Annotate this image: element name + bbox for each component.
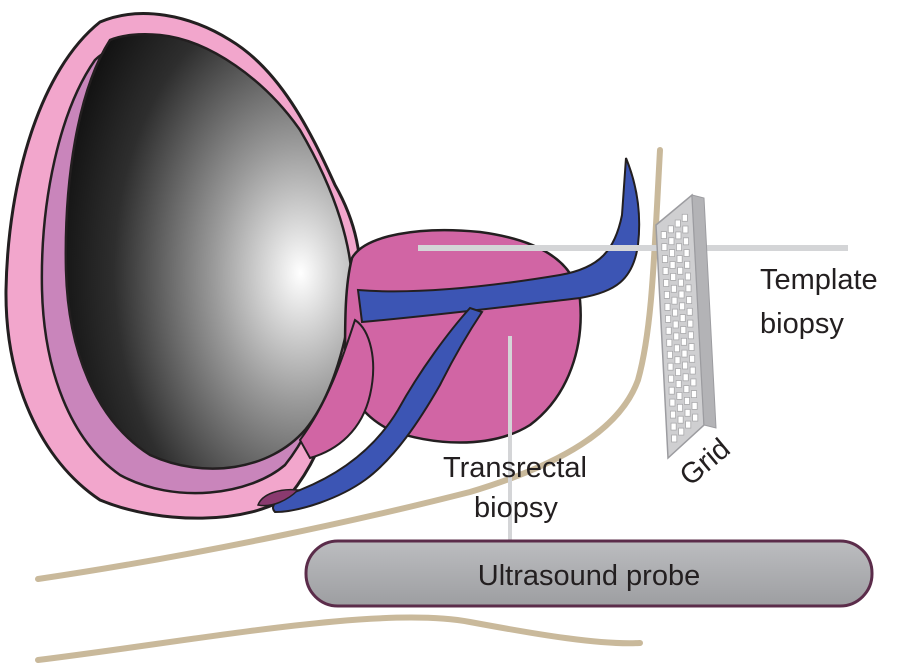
grid-hole — [668, 374, 675, 383]
grid-hole — [684, 396, 691, 405]
grid-hole — [666, 350, 673, 359]
grid-hole — [672, 320, 679, 329]
grid-hole — [676, 255, 683, 263]
grid-hole — [682, 361, 689, 370]
grid-hole — [676, 243, 683, 252]
grid-hole — [681, 213, 688, 222]
grid-hole — [691, 401, 698, 410]
grid-hole — [691, 390, 698, 399]
grid-hole — [683, 237, 690, 246]
grid-hole — [674, 219, 681, 228]
grid-hole — [662, 255, 669, 263]
grid-hole — [670, 422, 677, 431]
skin-line-upper — [35, 147, 663, 582]
grid-hole — [678, 290, 685, 299]
grid-hole — [677, 266, 684, 275]
grid-hole — [673, 344, 680, 353]
grid-hole — [673, 332, 680, 341]
grid-hole — [664, 302, 671, 311]
grid-hole — [665, 314, 672, 323]
grid-hole — [692, 413, 699, 422]
grid-hole — [687, 319, 694, 328]
grid-hole — [682, 225, 689, 234]
grid-hole — [676, 391, 683, 400]
grid-hole — [669, 249, 676, 258]
grid-hole — [672, 308, 679, 317]
urethra — [356, 157, 641, 324]
grid-hole — [682, 373, 689, 382]
grid-hole — [669, 261, 676, 269]
grid-hole — [679, 302, 686, 311]
grid-hole — [668, 386, 675, 395]
template-biopsy-label-line2: biopsy — [760, 308, 844, 340]
grid-hole — [662, 267, 669, 275]
grid-hole — [670, 410, 677, 419]
ejaculatory-duct — [272, 306, 484, 514]
grid-hole — [668, 237, 675, 246]
grid-hole — [686, 296, 693, 305]
grid-hole — [685, 284, 692, 293]
grid-hole — [660, 231, 667, 240]
grid-hole — [675, 380, 682, 388]
grid-hole — [663, 290, 670, 299]
grid-hole — [686, 307, 693, 316]
grid-hole — [674, 356, 681, 365]
grid-hole — [688, 343, 695, 352]
bladder-lumen — [64, 32, 354, 470]
grid-hole — [680, 326, 687, 334]
grid-hole — [677, 415, 684, 424]
grid-hole — [684, 408, 691, 417]
grid-hole — [675, 368, 682, 377]
rectal-wall-tip — [256, 488, 300, 507]
grid-hole — [671, 434, 678, 443]
skin-line-lower — [35, 614, 643, 663]
template-grid — [655, 193, 717, 460]
grid-hole — [663, 279, 670, 287]
ultrasound-probe — [304, 539, 874, 608]
grid-hole — [684, 272, 691, 281]
grid-hole — [670, 272, 677, 281]
ultrasound-probe-label: Ultrasound probe — [478, 560, 700, 592]
grid-hole — [681, 349, 688, 358]
grid-hole — [667, 362, 674, 371]
grid-hole — [678, 427, 685, 436]
grid-hole — [661, 243, 668, 252]
grid-hole — [670, 284, 677, 293]
grid-hole — [665, 326, 672, 335]
seminal-vesicle — [298, 318, 375, 460]
grid-hole — [675, 231, 682, 240]
template-biopsy-label: Template — [760, 264, 878, 296]
grid-hole — [667, 225, 674, 234]
transrectal-biopsy-label-line2: biopsy — [474, 492, 558, 524]
grid-hole — [687, 331, 694, 340]
grid-hole — [689, 366, 696, 375]
grid-hole — [680, 337, 687, 346]
grid-hole — [683, 385, 690, 394]
grid-hole — [671, 296, 678, 305]
grid-hole — [677, 403, 684, 412]
transrectal-biopsy-label: Transrectal — [443, 452, 587, 484]
grid-hole — [684, 260, 691, 269]
grid-hole — [679, 314, 686, 323]
grid-hole — [689, 354, 696, 363]
grid-hole — [685, 420, 692, 429]
grid-hole — [683, 249, 690, 257]
grid-hole — [669, 398, 676, 407]
grid-hole — [677, 278, 684, 287]
grid-hole — [690, 378, 697, 387]
grid-hole — [666, 338, 673, 347]
